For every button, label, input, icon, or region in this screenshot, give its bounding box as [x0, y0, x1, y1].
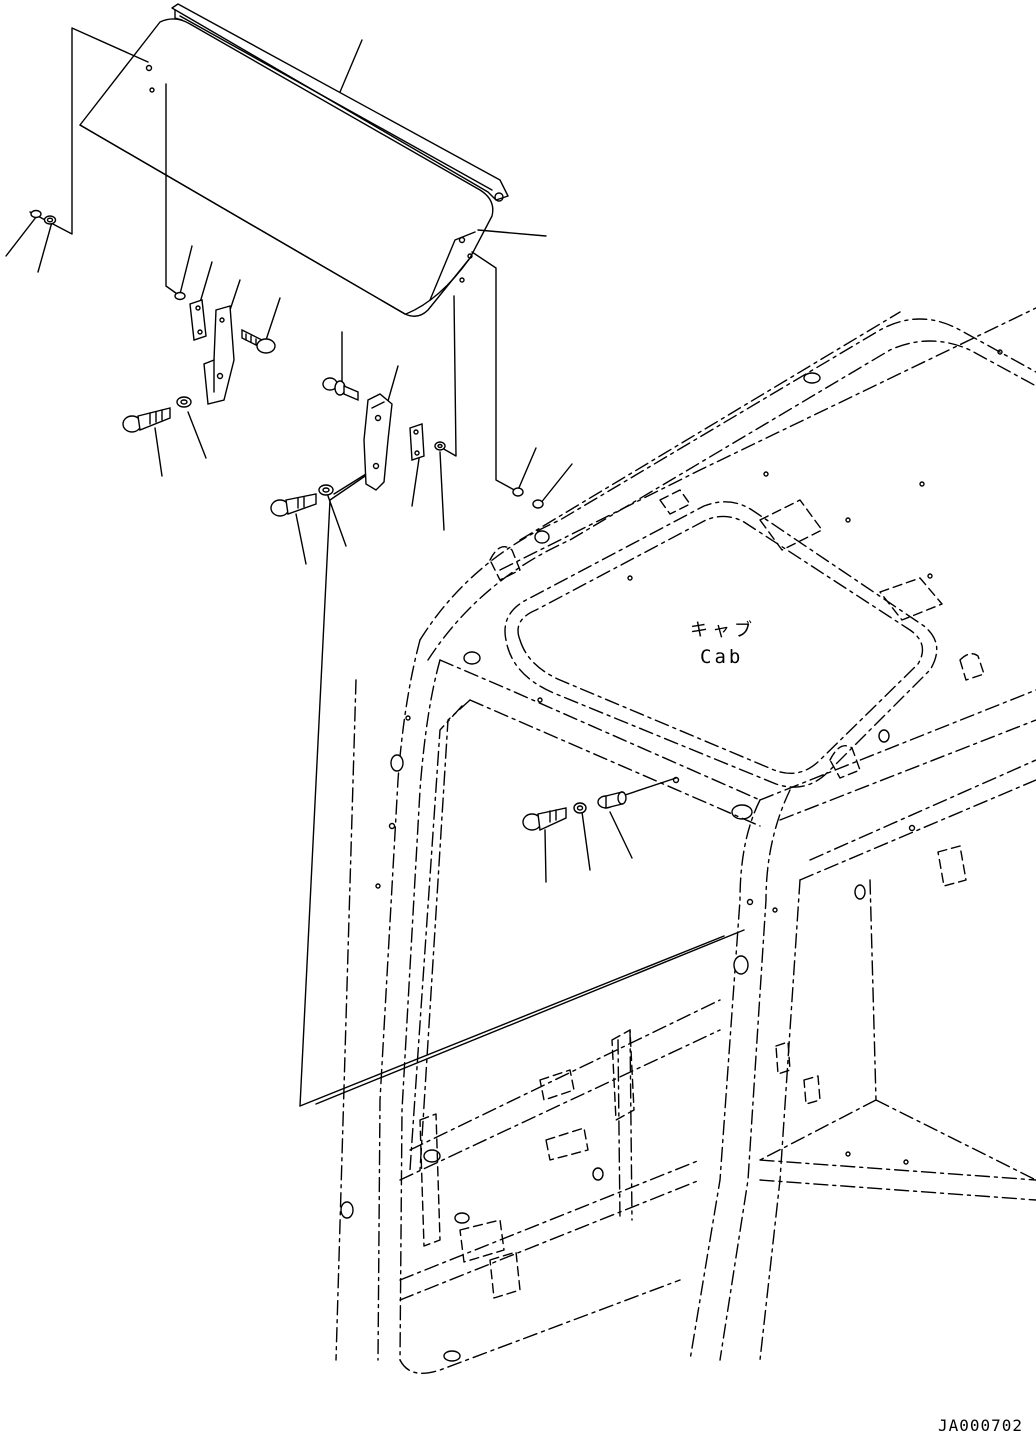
leader-lines [5, 39, 633, 883]
visor-panel [79, 18, 494, 317]
visor-seal-strip [171, 3, 509, 202]
left-hinge-assembly [30, 209, 276, 433]
drawing-code: JA000702 [938, 1416, 1024, 1435]
cab-label-japanese: キャブ [690, 620, 756, 641]
cab-structure [335, 307, 1036, 1374]
cab-label-english: Cab [700, 646, 744, 668]
assembly-lines [29, 27, 745, 1107]
center-mounting-hardware [522, 791, 627, 832]
right-hinge-assembly [270, 377, 544, 517]
